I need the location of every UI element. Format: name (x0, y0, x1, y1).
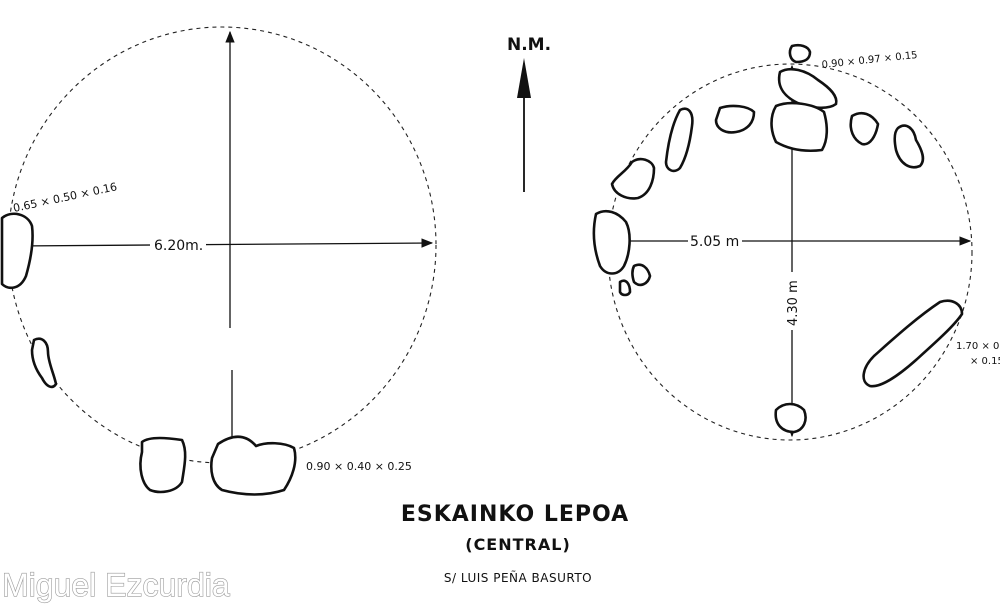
watermark: Miguel Ezcurdia (2, 567, 230, 603)
credit-line: S/ LUIS PEÑA BASURTO (444, 570, 592, 585)
left-stone-south-1 (139, 436, 187, 494)
right-stone-north-1 (777, 67, 838, 110)
right-stone-northwest-1 (664, 107, 694, 173)
right-stone-north-2 (770, 101, 829, 153)
left-stone-south-2 (210, 435, 297, 496)
right-ew-label: 5.05 m (690, 234, 739, 250)
left-stone-dims-1: 0.65 × 0.50 × 0.16 (12, 180, 118, 215)
north-arrow-head (517, 58, 531, 98)
site-subtitle: (CENTRAL) (465, 535, 571, 554)
right-stone-southeast-long (862, 299, 964, 388)
right-circle-outline (607, 63, 973, 441)
right-stone-west-small-1 (631, 263, 652, 287)
right-stone-west (592, 209, 631, 275)
right-stone-northeast (893, 124, 925, 169)
left-stone-southwest (30, 337, 58, 389)
left-diameter-label: 6.20m. (154, 238, 203, 254)
right-stone-dims-2b: × 0.15 (970, 356, 1000, 367)
right-stone-northwest-2 (610, 157, 656, 200)
right-stone-north-tiny (788, 43, 812, 64)
right-stone-north-4 (849, 111, 880, 146)
left-stone-west (0, 212, 34, 290)
left-stone-dims-2: 0.90 × 0.40 × 0.25 (306, 460, 412, 473)
north-arrow: N.M. (507, 35, 551, 192)
right-stone-north-3 (714, 104, 756, 134)
left-ew-dimension (12, 238, 434, 251)
right-ns-label: 4.30 m (786, 280, 801, 326)
site-title: ESKAINKO LEPOA (401, 502, 629, 527)
north-label: N.M. (507, 35, 551, 55)
right-stone-south (774, 402, 807, 434)
right-stone-dims-2a: 1.70 × 0.9 (956, 341, 1000, 352)
right-stone-dims-1: 0.90 × 0.97 × 0.15 (821, 50, 918, 71)
left-stone-circle: 6.20m. 0.65 × 0.50 × 0.16 0.90 × 0.40 × … (0, 26, 437, 496)
right-stone-west-small-2 (618, 279, 632, 297)
title-block: ESKAINKO LEPOA (CENTRAL) S/ LUIS PEÑA BA… (401, 502, 629, 585)
right-stone-circle: 5.05 m 4.30 m 0.90 × 0.97 × 0.15 1.70 × … (592, 43, 1000, 441)
